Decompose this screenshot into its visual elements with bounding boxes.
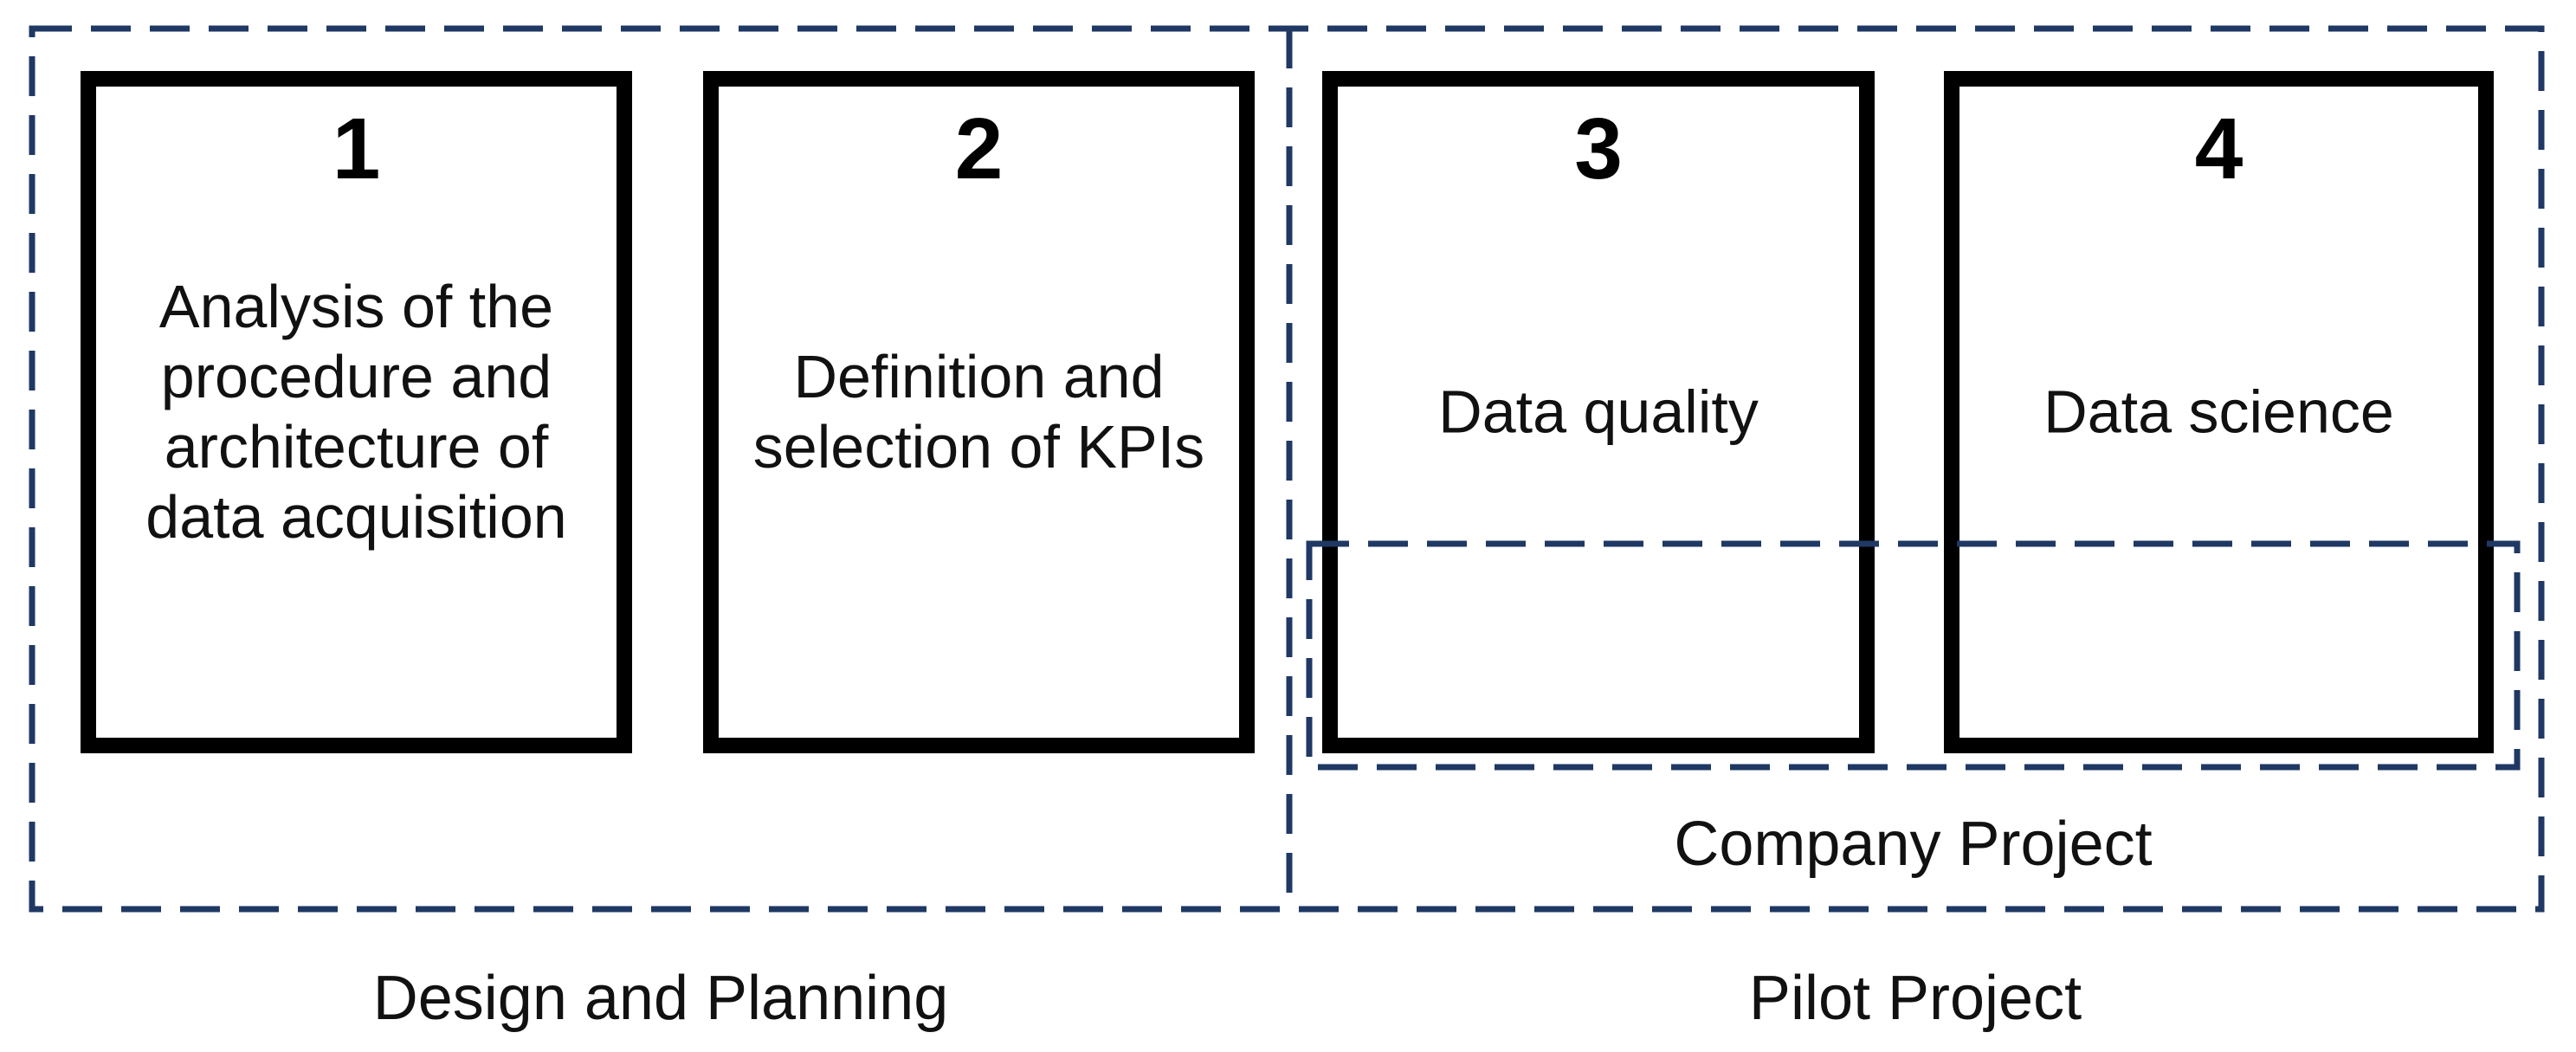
stage-box-1: 1 Analysis of the procedure and architec…	[81, 71, 632, 753]
stage-caption-3: Data quality	[1438, 378, 1759, 446]
stage-caption-4: Data science	[2043, 378, 2394, 446]
stage-caption-2: Definition and selection of KPIs	[752, 343, 1205, 481]
design-and-planning-label: Design and Planning	[372, 964, 949, 1033]
stage-number-1: 1	[332, 100, 381, 197]
pilot-project-label: Pilot Project	[1748, 964, 2082, 1033]
stage-number-3: 3	[1574, 100, 1623, 197]
stage-box-3: 3 Data quality	[1322, 71, 1875, 753]
stage-number-4: 4	[2194, 100, 2244, 197]
stage-number-2: 2	[954, 100, 1004, 197]
company-project-label: Company Project	[1674, 810, 2153, 879]
stage-caption-1: Analysis of the procedure and architectu…	[145, 273, 567, 551]
stage-box-2: 2 Definition and selection of KPIs	[703, 71, 1255, 753]
stage-box-4: 4 Data science	[1944, 71, 2494, 753]
